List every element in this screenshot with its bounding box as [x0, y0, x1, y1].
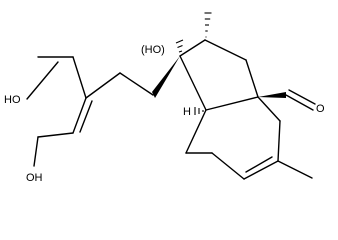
bond-c6-c7 [211, 152, 245, 180]
hydroxyl-label-chain-bottom: OH [26, 172, 43, 184]
bond-c5-methyl [277, 160, 313, 179]
bond-c5-c6 [243, 160, 279, 180]
bond-chain-double-b [79, 100, 93, 133]
hashed-bond-c2-methyl [204, 12, 212, 38]
wedge-bond-c3a-cho [258, 92, 286, 98]
hydroxyl-label-chain-top: HO [4, 94, 21, 106]
hashed-bond-c1-ch2 [175, 39, 184, 53]
bond-chain-2 [85, 72, 121, 99]
bond-c5-c6-double [245, 156, 273, 173]
bond-c2-c3 [204, 39, 247, 61]
bond-c1-c2 [179, 39, 206, 57]
bond-c8-c8a [185, 109, 207, 154]
bond-ch2-oh-top [26, 61, 59, 100]
bond-chain-6 [33, 136, 39, 167]
bond-c3-c3a [245, 59, 259, 98]
bond-c8a-c1 [179, 55, 207, 111]
bond-chain-5 [37, 132, 74, 138]
hydroxyl-label-ring-ch2oh: (HO) [141, 44, 165, 56]
bond-chain-double-a [72, 97, 87, 134]
hashed-bond-c8a-h [194, 107, 204, 115]
bond-c3a-c4 [257, 96, 281, 122]
chemical-structure: (HO) HO OH O H [4, 12, 325, 184]
wedge-bond-c1-chain [152, 56, 180, 98]
bond-chain-1 [119, 72, 154, 96]
bond-cho-double-a [285, 94, 314, 111]
bond-chain-3 [72, 56, 87, 99]
aldehyde-oxygen-label: O [316, 103, 325, 115]
bond-c3a-c8a [205, 96, 259, 111]
stereo-hydrogen-label: H [183, 106, 191, 118]
bond-cho-double-b [288, 89, 316, 105]
bond-c4-c5 [277, 120, 281, 162]
